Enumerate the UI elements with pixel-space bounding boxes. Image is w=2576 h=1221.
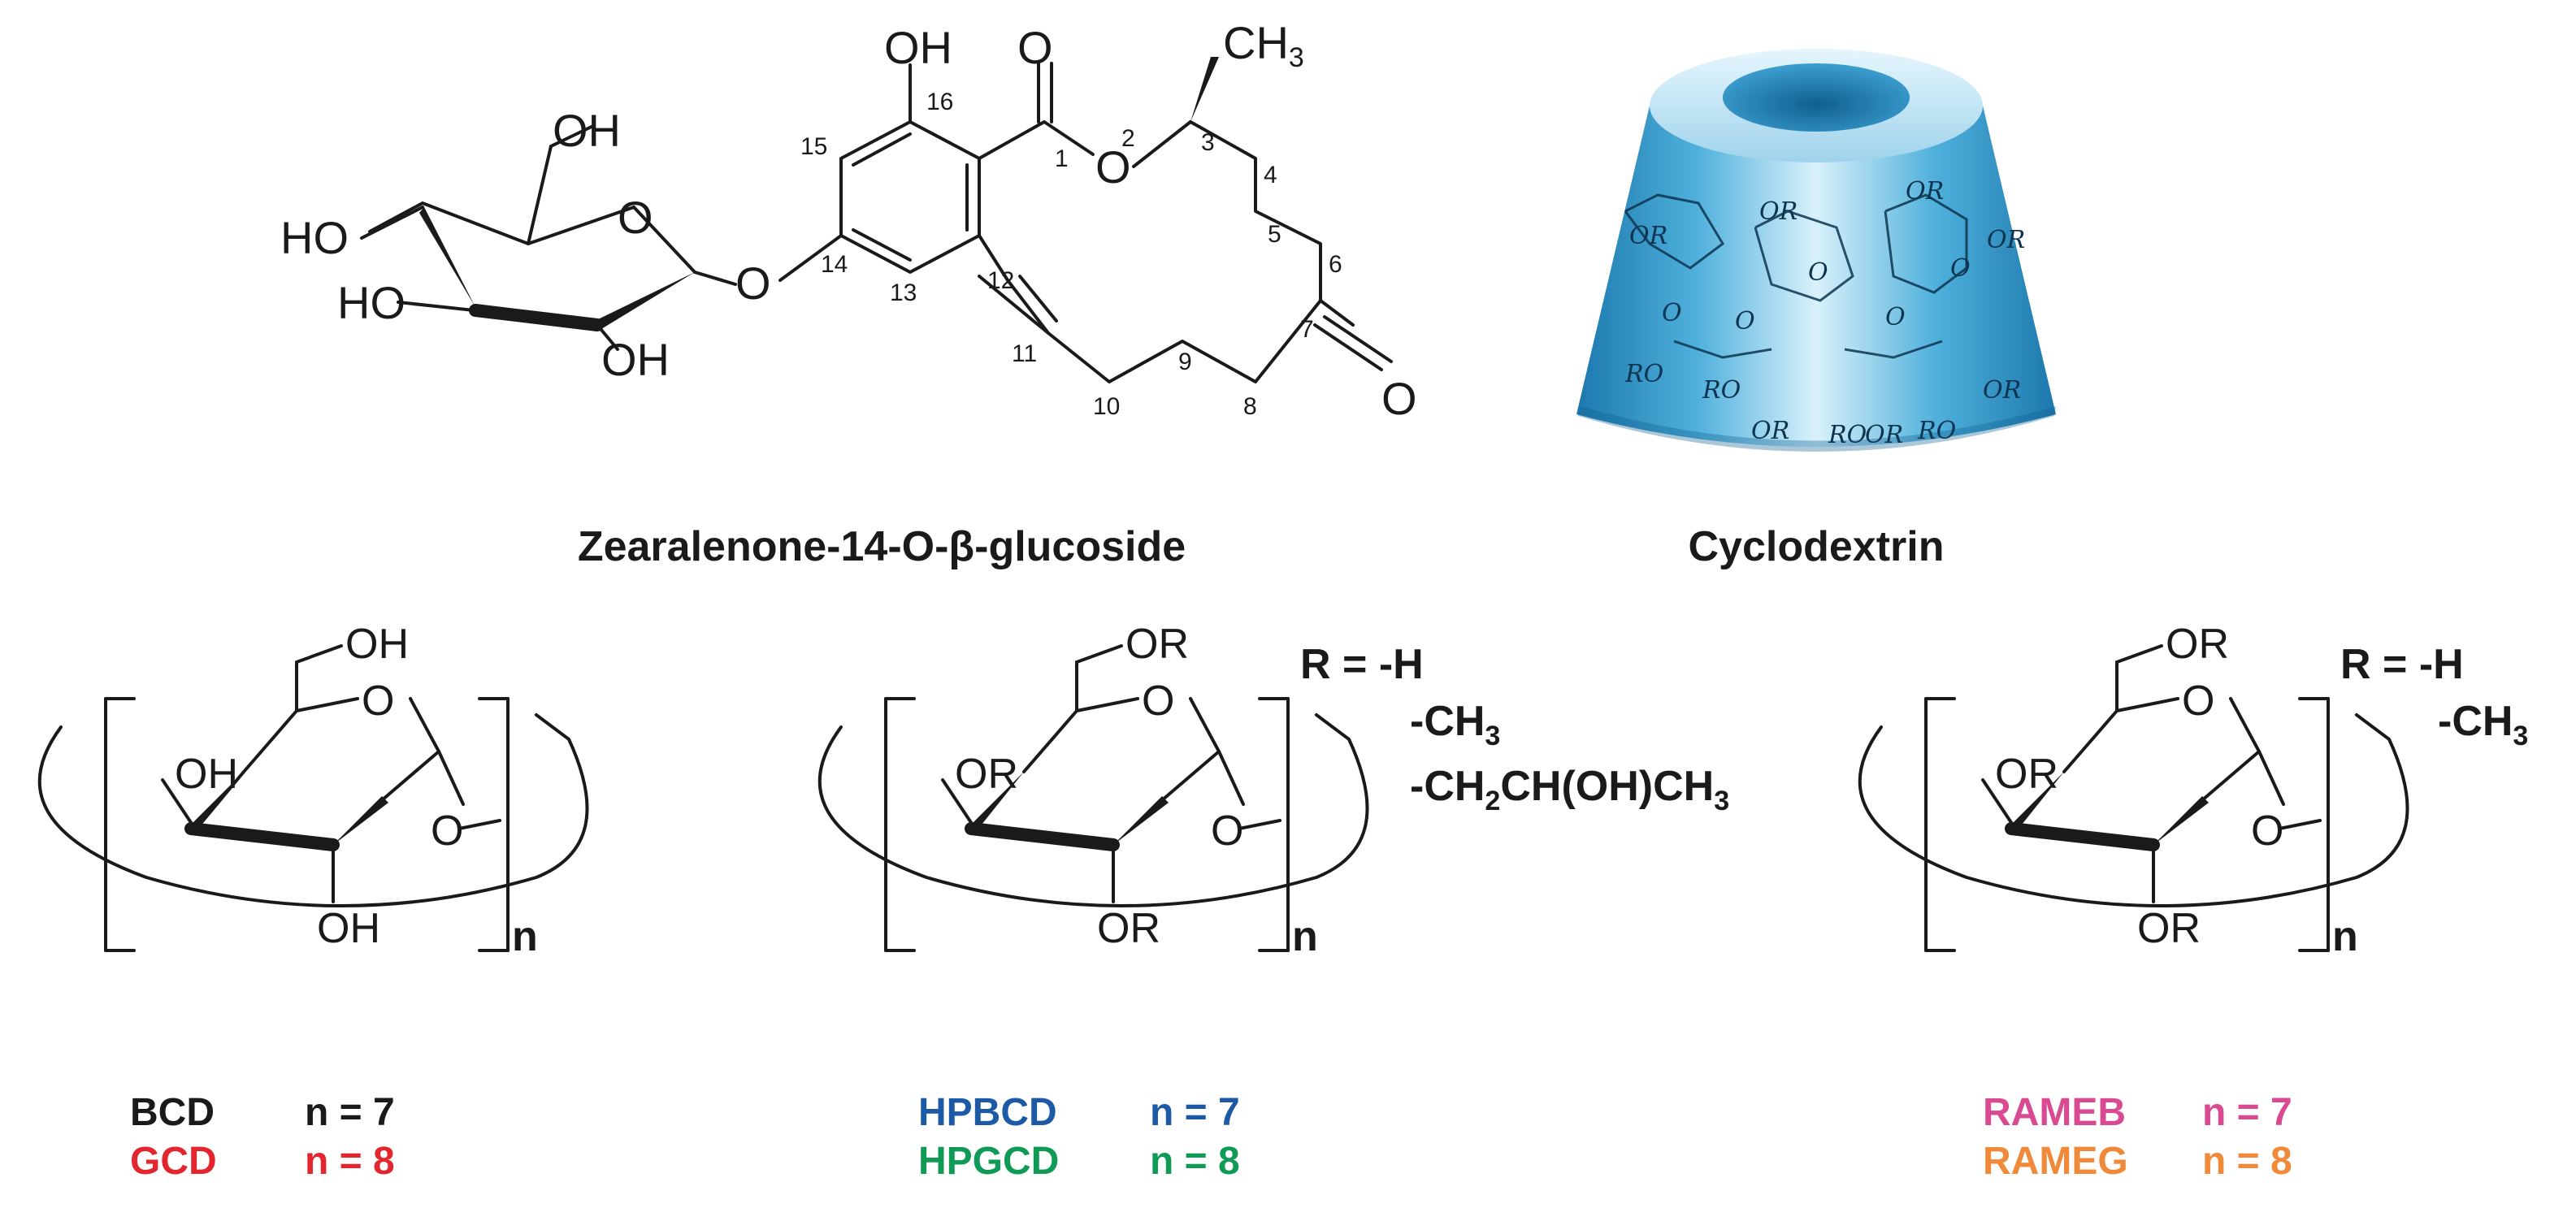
cd-ring-label: OR [1983, 376, 2021, 405]
legend-hpgcd-name: HPGCD [918, 1140, 1059, 1183]
r-group-list: R = -H -CH3 -CH2CH(OH)CH3 [1300, 641, 1729, 816]
cd-ring-o: O [1808, 258, 1828, 287]
ester-o-label: O [1095, 141, 1131, 193]
cd-ring-label: RO [1828, 421, 1867, 449]
r-group-h: R = -H [2340, 641, 2464, 688]
legend-rameg-n: n = 8 [2202, 1140, 2292, 1183]
atom-number: 7 [1300, 316, 1314, 343]
n-label: n [512, 913, 538, 960]
atom-number: 2 [1121, 125, 1135, 152]
cd-ring-label: OR [1865, 421, 1903, 449]
atom-number: 13 [890, 279, 917, 306]
legend-hpbcd-name: HPBCD [918, 1091, 1057, 1134]
ring-o-label: O [1142, 678, 1174, 725]
oh-phenol-label: OH [884, 22, 952, 73]
atom-number: 3 [1201, 129, 1215, 156]
cd-ring-o: O [1950, 254, 1971, 283]
legend-hpbcd-n: n = 7 [1150, 1091, 1240, 1134]
atom-number: 10 [1093, 393, 1120, 420]
atom-number: 12 [987, 267, 1014, 294]
ho-left2-label: HO [337, 277, 405, 328]
atom-number: 8 [1243, 393, 1257, 420]
glucose-ring-o-label: O [618, 192, 653, 243]
cd-ring-label: OR [1759, 197, 1798, 226]
cd-ring-o: O [1885, 303, 1906, 331]
r-group-h: R = -H [1300, 641, 1424, 688]
unit-hpbcd: OR O OR OR O n R = -H -CH3 -CH2CH(OH)CH3… [817, 621, 1729, 1183]
atom-number: 15 [800, 133, 827, 160]
ring-o-label: O [362, 678, 394, 725]
atom-number: 4 [1264, 162, 1277, 188]
cd-ring-o: O [1662, 299, 1682, 327]
cyclodextrin-title: Cyclodextrin [1689, 523, 1945, 570]
carbonyl-o-label: O [1017, 22, 1053, 73]
legend-gcd-name: GCD [130, 1140, 217, 1183]
link-o-label: O [1211, 808, 1243, 855]
atom-number: 11 [1012, 340, 1037, 367]
link-o-label: O [431, 808, 463, 855]
atom-number: 6 [1329, 251, 1342, 278]
glucose-unit-ring [1858, 644, 2409, 952]
legend-bcd-name: BCD [130, 1091, 215, 1134]
cyclodextrin-cone: OR OR OR OR RO RO OR RO OR RO OR O O O O… [1576, 49, 2056, 452]
glucose-unit-ring [37, 644, 589, 952]
ch2-oh-label: OH [345, 621, 409, 668]
atom-number: 9 [1178, 349, 1192, 375]
atom-numbers: 1 2 3 4 5 6 7 8 9 10 11 12 13 14 15 16 [800, 89, 1342, 420]
oh-left-label: OH [175, 751, 238, 798]
legend-bcd-n: n = 7 [305, 1091, 395, 1134]
r-group-ch3: -CH3 [1410, 698, 1500, 751]
oh-bottom-label: OH [317, 905, 380, 952]
glucose-unit-ring [817, 644, 1369, 952]
cd-ring-o: O [1735, 307, 1755, 336]
cd-ring-label: OR [1987, 226, 2025, 254]
cd-ring-label: OR [1751, 417, 1789, 445]
or-left-label: OR [955, 751, 1018, 798]
legend-rameb-name: RAMEB [1983, 1091, 2126, 1134]
cd-ring-label: OR [1906, 177, 1944, 206]
legend-rameg-name: RAMEG [1983, 1140, 2128, 1183]
ring-o-label: O [2182, 678, 2214, 725]
legend-rameb-n: n = 7 [2202, 1091, 2292, 1134]
ch3-label: CH3 [1223, 17, 1304, 73]
ketone-o-label: O [1381, 373, 1417, 424]
oh-bottom-label: OH [601, 334, 670, 385]
or-bottom-label: OR [1097, 905, 1160, 952]
cd-ring-label: RO [1702, 376, 1741, 405]
r-group-hp: -CH2CH(OH)CH3 [1410, 763, 1729, 816]
atom-number: 16 [926, 89, 953, 115]
oh-ch2-label: OH [553, 105, 621, 156]
macrolactone-ring [978, 57, 1393, 383]
n-label: n [2332, 913, 2358, 960]
or-left-label: OR [1995, 751, 2058, 798]
cd-ring-label: OR [1629, 222, 1667, 250]
n-label: n [1292, 913, 1318, 960]
zen-glucoside-title: Zearalenone-14-O-β-glucoside [578, 523, 1186, 570]
or-bottom-label: OR [2137, 905, 2201, 952]
r-group-list: R = -H -CH3 [2340, 641, 2528, 751]
r-group-ch3: -CH3 [2438, 698, 2528, 751]
glycosidic-o-label: O [735, 258, 771, 309]
cd-ring-label: RO [1917, 417, 1956, 445]
atom-number: 1 [1055, 145, 1069, 172]
unit-rameb: OR O OR OR O n R = -H -CH3 RAMEB n = 7 R… [1858, 621, 2528, 1183]
glucose-ring [360, 124, 737, 351]
ho-left-label: HO [280, 212, 349, 263]
legend-hpgcd-n: n = 8 [1150, 1140, 1240, 1183]
atom-number: 14 [821, 251, 848, 278]
cd-ring-label: RO [1624, 360, 1663, 388]
atom-number: 5 [1268, 221, 1281, 248]
unit-bcd: OH O OH OH O n BCD n = 7 GCD n = 8 [37, 621, 589, 1183]
ch2-or-label: OR [1125, 621, 1189, 668]
ch2-or-label: OR [2166, 621, 2229, 668]
zearalenone-glucoside-structure: OH HO HO OH O O OH [280, 17, 1417, 424]
link-o-label: O [2251, 808, 2283, 855]
legend-gcd-n: n = 8 [305, 1140, 395, 1183]
